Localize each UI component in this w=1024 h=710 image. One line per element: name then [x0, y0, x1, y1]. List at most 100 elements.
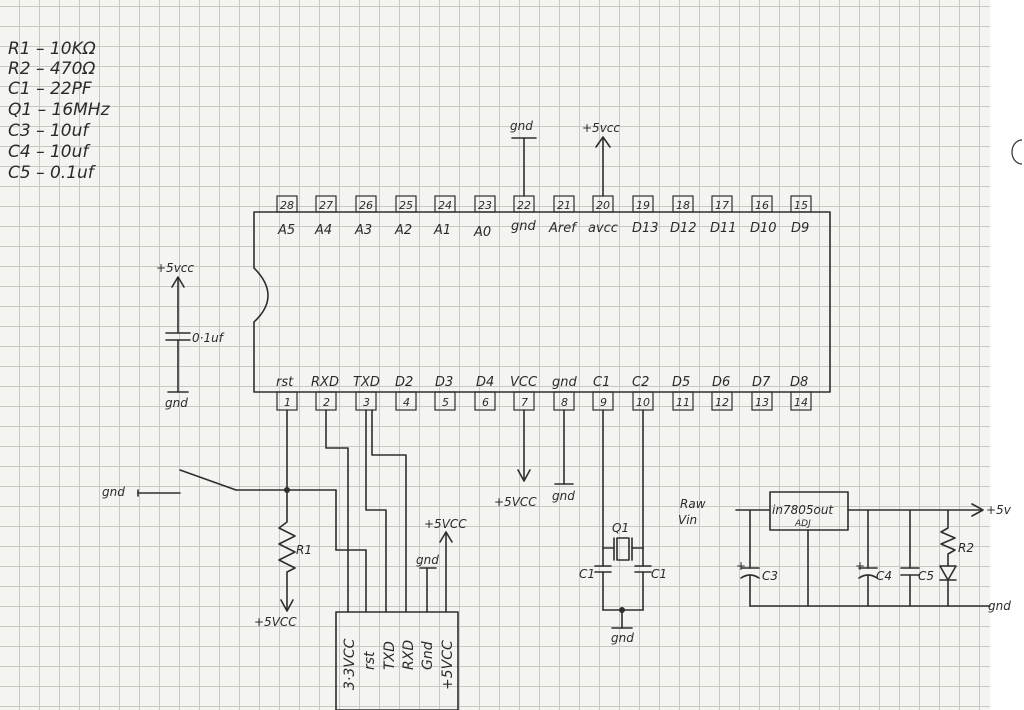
regulator-adj-label: ADJ	[794, 519, 811, 529]
pin-number: 9	[600, 396, 607, 409]
pin-label: D2	[395, 375, 413, 390]
pin-number: 4	[403, 396, 410, 409]
decoupling-cap: +5vcc 0·1uf gnd	[156, 261, 225, 410]
vcc-label: +5vcc	[582, 121, 620, 135]
pin-label: C2	[632, 375, 649, 390]
gnd-label: gnd	[165, 396, 188, 410]
gnd-label: gnd	[102, 485, 125, 499]
pin-number: 19	[636, 199, 650, 212]
bom-list: R1 – 10KΩ R2 – 470Ω C1 – 22PF Q1 – 16MHz…	[8, 39, 111, 183]
r1-label: R1	[296, 543, 312, 557]
pin-number: 3	[363, 396, 370, 409]
pin-label: D10	[750, 221, 777, 236]
crystal-circuit: Q1 C1 C1 gnd	[579, 409, 667, 645]
pin-label: D8	[790, 375, 808, 390]
c1-label: C1	[651, 567, 667, 581]
pin-number: 14	[794, 396, 808, 409]
gnd-label: gnd	[988, 599, 1011, 613]
pin-label: D5	[672, 375, 690, 390]
gnd-label: gnd	[416, 553, 439, 567]
pin-number: 20	[596, 199, 610, 212]
vcc-label: +5VCC	[424, 517, 467, 531]
c4-label: C4	[876, 569, 892, 583]
programming-header: 3·3VCC rst TXD RXD Gnd +5VCC	[335, 611, 459, 710]
pin-number: 26	[359, 199, 373, 212]
pin-label: A1	[433, 223, 451, 238]
pin-label: D4	[476, 375, 494, 390]
vcc-label: +5VCC	[494, 495, 537, 509]
ic-body	[253, 211, 831, 393]
pin-label: D3	[435, 375, 453, 390]
header-power: gnd +5VCC	[416, 517, 467, 613]
pin-number: 1	[284, 396, 291, 409]
paper-edge	[990, 0, 1024, 710]
gnd-label: gnd	[611, 631, 634, 645]
cap-value-label: 0·1uf	[192, 331, 225, 345]
pin-label: D13	[632, 221, 659, 236]
raw-label: Raw	[680, 497, 706, 511]
pin-number: 13	[755, 396, 769, 409]
pin-number: 5	[442, 396, 449, 409]
reset-circuit: gnd R1 +5VCC	[102, 409, 367, 629]
pin-number: 28	[280, 199, 294, 212]
pin-label: C1	[593, 375, 610, 390]
bom-item: Q1 – 16MHz	[8, 100, 111, 120]
header-pin-label: +5VCC	[440, 640, 456, 690]
pin-label: A3	[354, 223, 372, 238]
pin-label: D11	[710, 221, 737, 236]
pin-number: 25	[399, 199, 413, 212]
header-pin-label: RXD	[401, 640, 417, 670]
pin-label: TXD	[353, 375, 380, 390]
binder-hole	[1011, 139, 1023, 165]
vcc-gnd-pins: +5VCC gnd	[494, 409, 575, 509]
pin-label: D6	[712, 375, 730, 390]
pin-number: 17	[715, 199, 729, 212]
ic-pin: 4D2	[395, 375, 417, 411]
c5-label: C5	[918, 569, 934, 583]
pin-label: gnd	[552, 375, 577, 390]
regulator-label: in7805out	[772, 503, 834, 517]
bom-item: C5 – 0.1uf	[8, 163, 97, 183]
bom-item: C4 – 10uf	[8, 142, 91, 162]
vcc-arrow-pin20: +5vcc	[582, 121, 620, 197]
pin-label: D12	[670, 221, 697, 236]
bom-item: R1 – 10KΩ	[8, 39, 96, 59]
pin-label: gnd	[511, 219, 536, 234]
r2-label: R2	[958, 541, 974, 555]
pin-label: VCC	[510, 375, 538, 390]
header-pin-label: 3·3VCC	[342, 638, 358, 690]
header-pin-label: TXD	[382, 641, 398, 670]
pin-number: 24	[438, 199, 452, 212]
voltage-regulator: Raw Vin in7805out ADJ +5v + C3 + C4 C5 R…	[678, 491, 1012, 613]
c1-label: C1	[579, 567, 595, 581]
plus-mark: +	[736, 559, 746, 573]
ic-pin: 3 TXD	[353, 375, 380, 411]
pin-number: 2	[323, 396, 330, 409]
serial-wires	[325, 409, 407, 613]
ic-pin: 5D3	[434, 375, 456, 411]
plus5v-label: +5v	[986, 503, 1012, 517]
pin-label: A4	[314, 223, 332, 238]
ic-pin: 9C1	[592, 375, 614, 411]
bom-item: C1 – 22PF	[8, 79, 92, 99]
pin-label: A2	[394, 223, 412, 238]
q1-label: Q1	[612, 521, 629, 535]
pin-label: D7	[752, 375, 771, 390]
pin-number: 16	[755, 199, 769, 212]
